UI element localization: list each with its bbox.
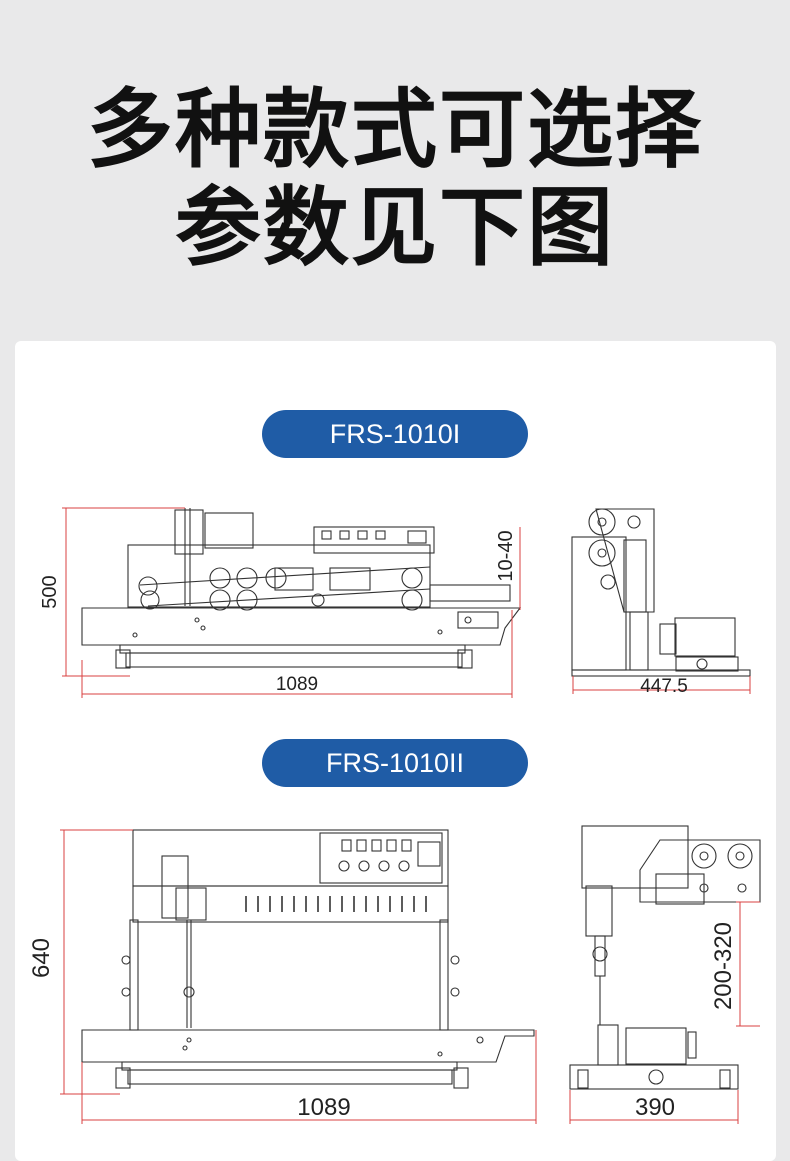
model2-height-label: 640 — [28, 938, 55, 978]
model2-front-view — [81, 829, 535, 1089]
model1-length-label: 1089 — [276, 674, 318, 695]
model1-depth-label: 447.5 — [640, 676, 688, 697]
model-badge-1: FRS-1010I — [262, 410, 528, 458]
model2-range-label: 200-320 — [710, 922, 737, 1010]
dimension-lines — [60, 507, 760, 1124]
title-line-2: 参数见下图 — [175, 178, 615, 278]
model1-front-view — [81, 508, 522, 669]
model2-side-view — [569, 825, 761, 1090]
model1-range-label: 10-40 — [495, 530, 517, 581]
model1-side-view — [571, 508, 751, 677]
model2-length-label: 1089 — [297, 1094, 350, 1121]
title-line-1: 多种款式可选择 — [87, 80, 703, 180]
model1-height-label: 500 — [39, 575, 61, 608]
model-badge-2: FRS-1010II — [262, 739, 528, 787]
model2-depth-label: 390 — [635, 1094, 675, 1121]
